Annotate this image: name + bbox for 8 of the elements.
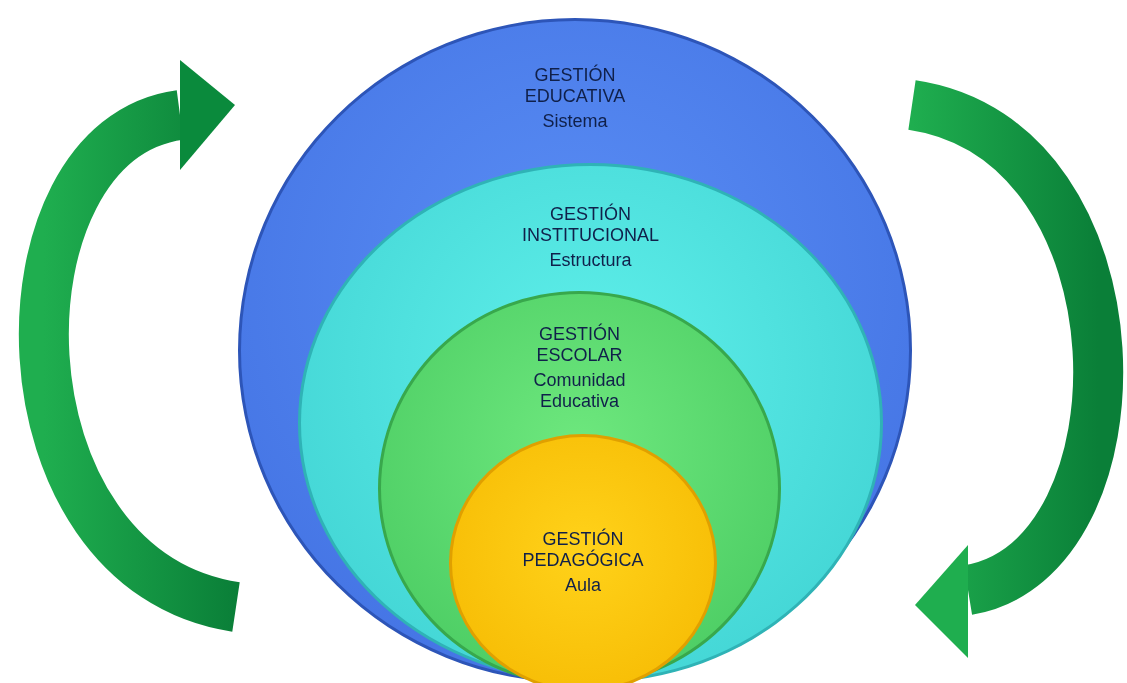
heading: GESTIÓN PEDAGÓGICA bbox=[521, 529, 645, 571]
subtitle: Aula bbox=[564, 575, 602, 596]
heading: GESTIÓN INSTITUCIONAL bbox=[521, 204, 660, 246]
heading: GESTIÓN EDUCATIVA bbox=[523, 65, 627, 107]
subtitle: Comunidad Educativa bbox=[532, 370, 627, 412]
heading: GESTIÓN ESCOLAR bbox=[535, 324, 624, 366]
subtitle: Estructura bbox=[548, 250, 633, 271]
subtitle: Sistema bbox=[541, 111, 609, 132]
